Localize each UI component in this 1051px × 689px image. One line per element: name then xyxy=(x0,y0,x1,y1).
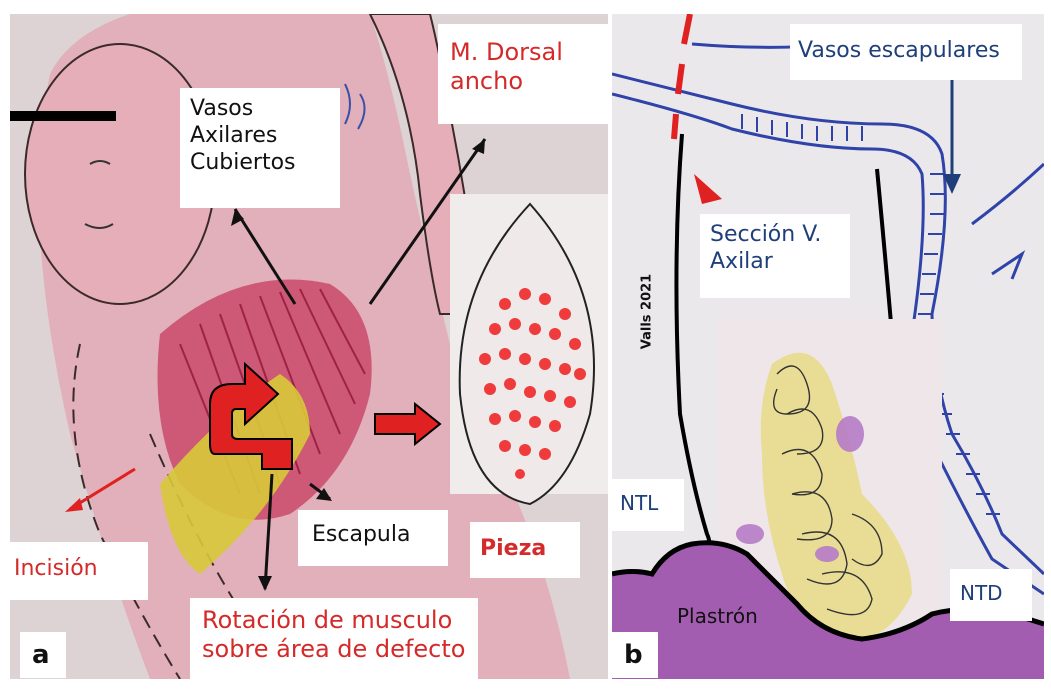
label-vasos-escapulares: Vasos escapulares xyxy=(790,24,1022,80)
label-incision: Incisión xyxy=(10,542,148,600)
label-vasos-axilares: Vasos Axilares Cubiertos xyxy=(180,88,340,208)
panel-letter-b: b xyxy=(612,632,658,678)
label-plastron: Plastrón xyxy=(677,604,758,628)
label-ntl: NTL xyxy=(612,479,684,531)
label-pieza: Pieza xyxy=(470,522,580,578)
eye-bar xyxy=(10,111,116,121)
label-dorsal-ancho: M. Dorsal ancho xyxy=(438,24,608,124)
panel-letter-a: a xyxy=(20,632,66,678)
panel-b: Vasos escapulares Sección V. Axilar NTL … xyxy=(612,14,1044,679)
label-ntd: NTD xyxy=(950,569,1032,621)
label-escapula: Escapula xyxy=(298,510,448,566)
credit-text: Valls 2021 xyxy=(640,267,655,357)
panel-a: Vasos Axilares Cubiertos M. Dorsal ancho… xyxy=(10,14,608,679)
label-rotacion: Rotación de musculo sobre área de defect… xyxy=(190,598,478,679)
label-seccion-v-axilar: Sección V. Axilar xyxy=(700,214,850,298)
